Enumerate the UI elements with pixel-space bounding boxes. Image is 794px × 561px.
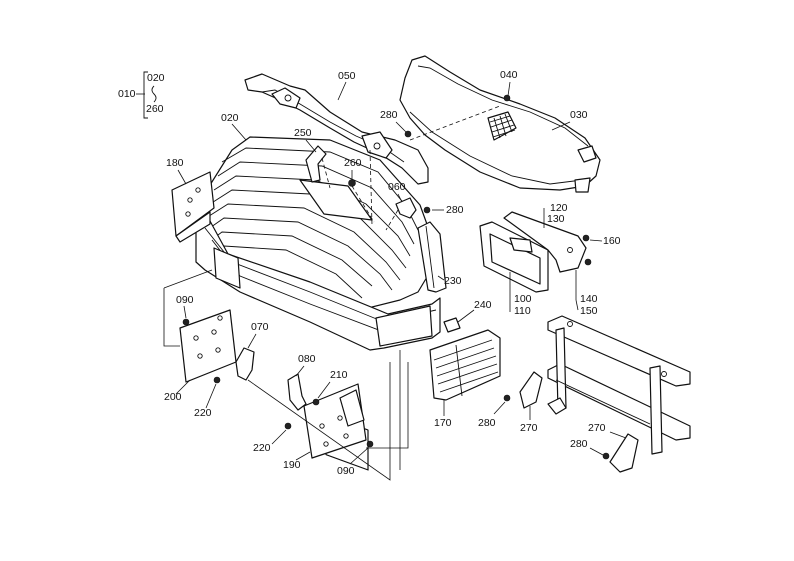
label-120: 120 <box>550 202 568 214</box>
label-040: 040 <box>500 69 518 81</box>
label-260: 260 <box>344 157 362 169</box>
bolt-140 <box>584 258 592 266</box>
upper-support-beam <box>244 73 429 185</box>
label-090-a: 090 <box>176 294 194 306</box>
legend-root: 010 <box>118 88 136 100</box>
label-140: 140 <box>580 293 598 305</box>
label-060: 060 <box>388 181 406 193</box>
bolt-280-mid <box>423 206 431 214</box>
label-280-c: 280 <box>478 417 496 429</box>
bracket-070 <box>235 347 255 381</box>
label-230: 230 <box>444 275 462 287</box>
bracket-270-b <box>609 433 639 473</box>
bracket-080 <box>287 373 307 411</box>
bracket-270-a <box>519 371 543 409</box>
label-110: 110 <box>514 305 531 317</box>
label-280-d: 280 <box>570 438 588 450</box>
label-280-b: 280 <box>446 204 464 216</box>
top-hood-panel <box>399 55 601 193</box>
label-190: 190 <box>283 459 301 471</box>
bolt-280-top <box>404 130 412 138</box>
legend-bottom: 260 <box>146 103 164 115</box>
label-240: 240 <box>474 299 492 311</box>
assembly-legend: 010 020 260 <box>118 71 165 119</box>
bolt-210 <box>312 398 320 406</box>
label-080: 080 <box>298 353 316 365</box>
bolt-280-d <box>602 452 610 460</box>
bolt-280-c <box>503 394 511 402</box>
bracket-060 <box>395 197 417 219</box>
assembly-guide-lines <box>163 105 577 481</box>
bolt-090-a <box>182 318 190 326</box>
bolt-090-b <box>366 440 374 448</box>
label-180: 180 <box>166 157 184 169</box>
label-270-b: 270 <box>588 422 606 434</box>
label-200: 200 <box>164 391 182 403</box>
frame-100-110 <box>479 221 549 293</box>
legend-top: 020 <box>147 72 165 84</box>
vent-grille <box>487 111 517 141</box>
side-louver-170 <box>429 329 501 401</box>
label-070: 070 <box>251 321 269 333</box>
bracket-250 <box>305 145 327 183</box>
label-280-a: 280 <box>380 109 398 121</box>
clip-240 <box>443 317 461 333</box>
label-130: 130 <box>547 213 565 225</box>
part-labels: 020 050 040 030 280 250 260 180 060 280 … <box>164 69 627 477</box>
label-090-b: 090 <box>337 465 355 477</box>
bolt-220-b <box>284 422 292 430</box>
label-020: 020 <box>221 112 239 124</box>
label-150: 150 <box>580 305 598 317</box>
label-250: 250 <box>294 127 312 139</box>
label-220-b: 220 <box>253 442 271 454</box>
radiator-frame <box>547 315 691 455</box>
side-panel-180 <box>171 171 215 243</box>
label-170: 170 <box>434 417 452 429</box>
label-050: 050 <box>338 70 356 82</box>
bolt-220-a <box>213 376 221 384</box>
bolt-160 <box>582 234 590 242</box>
label-030: 030 <box>570 109 588 121</box>
label-270-a: 270 <box>520 422 538 434</box>
mount-plate-190 <box>303 383 367 459</box>
label-210: 210 <box>330 369 348 381</box>
side-trim-230 <box>417 221 447 293</box>
bracket-120-130 <box>503 211 587 273</box>
label-100: 100 <box>514 293 532 305</box>
bolt-260 <box>348 179 356 187</box>
label-220-a: 220 <box>194 407 212 419</box>
label-160: 160 <box>603 235 621 247</box>
